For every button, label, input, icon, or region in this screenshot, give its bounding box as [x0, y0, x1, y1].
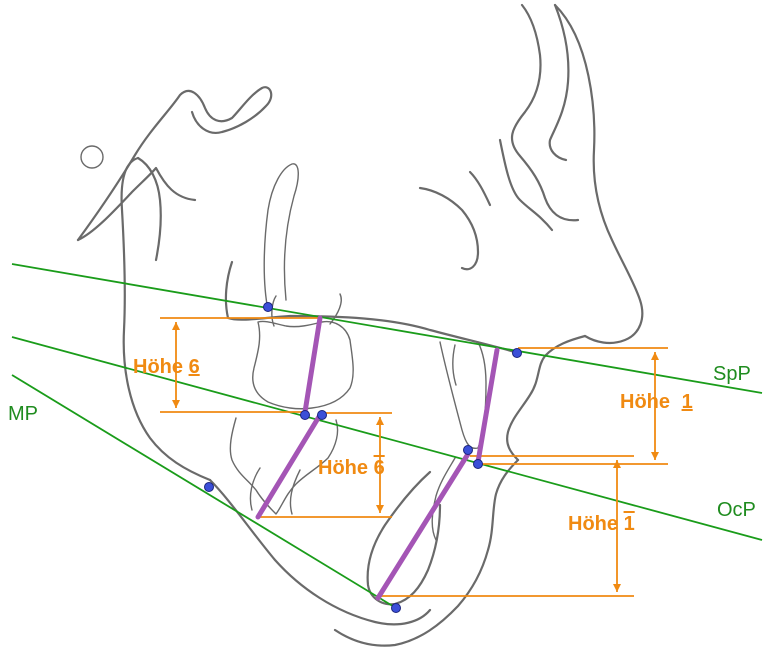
upper-molar-height-label: Höhe 6	[133, 356, 200, 378]
mp-label: MP	[8, 403, 38, 425]
spp-label: SpP	[713, 363, 751, 385]
frontal-bone-contour	[548, 3, 570, 162]
upper-molar-arrowhead-top	[172, 322, 180, 330]
ramus-inner-contour	[136, 156, 162, 262]
lower-incisor-arrowhead-bottom	[613, 584, 621, 592]
maxilla-inner-contour	[263, 163, 299, 311]
forehead-contour	[510, 3, 580, 222]
zygoma-contour	[468, 170, 492, 207]
lower-molar-crown	[229, 417, 339, 515]
landmark-point-upper-molar	[300, 410, 310, 420]
height-measurements	[160, 317, 668, 597]
upper-molar-crown	[252, 320, 354, 410]
symphysis-contour	[366, 470, 442, 606]
landmark-points	[204, 302, 522, 613]
measurement-arrowheads	[172, 322, 659, 592]
lower-lip-contour	[333, 458, 520, 647]
tooth-axes	[255, 315, 500, 601]
nose-contour	[553, 3, 644, 345]
landmark-point-menton	[391, 603, 401, 613]
orbit-contour	[418, 186, 480, 271]
upper-incisor-arrowhead-top	[651, 352, 659, 360]
lower-molar-roots	[249, 467, 301, 515]
upper-incisor-axis	[475, 347, 500, 465]
upper-molar-digit: 6	[189, 356, 200, 378]
lower-incisor-arrowhead-top	[613, 460, 621, 468]
spp-line	[11, 263, 763, 394]
lower-incisor-contour	[431, 457, 456, 541]
upper-incisor-contour	[439, 341, 487, 450]
landmark-point-ans	[512, 348, 522, 358]
landmark-point-lower-molar	[317, 410, 327, 420]
sphenoid-contour	[76, 166, 197, 242]
lower-molar-digit: 6	[374, 457, 385, 479]
lower-molar-axis	[255, 412, 323, 520]
lower-molar-height-label: Höhe 6	[318, 457, 385, 479]
upper-incisor-arrowhead-bottom	[651, 452, 659, 460]
landmark-point-pns	[263, 302, 273, 312]
upper-incisor-root	[452, 344, 457, 386]
lower-molar-arrowhead-top	[376, 417, 384, 425]
reference-planes	[11, 263, 763, 609]
ocp-label: OcP	[717, 499, 756, 521]
upper-incisor-height-label: Höhe 1	[620, 391, 693, 413]
mandible-border-contour	[208, 478, 432, 626]
ear-rod-circle	[80, 145, 104, 169]
height-labels: Höhe 6 Höhe 6 Höhe 1 Höhe 1	[133, 356, 693, 535]
lower-molar-arrowhead-bottom	[376, 505, 384, 513]
mp-line	[11, 374, 397, 609]
upper-molar-axis	[302, 315, 323, 415]
lower-incisor-height-label: Höhe 1	[568, 513, 635, 535]
lower-incisor-digit: 1	[624, 513, 635, 535]
plane-labels: SpP OcP MP	[8, 363, 756, 521]
ocp-line	[11, 336, 763, 541]
landmark-point-upper-incisor-tip	[473, 459, 483, 469]
landmark-point-gonion	[204, 482, 214, 492]
ramus-contour	[120, 156, 212, 482]
upper-incisor-digit: 1	[682, 391, 693, 413]
lower-incisor-axis	[375, 451, 471, 601]
landmark-point-lower-incisor-tip	[463, 445, 473, 455]
upper-molar-arrowhead-bottom	[172, 400, 180, 408]
nasal-bone-contour	[498, 138, 554, 232]
skull-outline	[76, 3, 644, 647]
cranial-base-contour	[76, 86, 273, 242]
